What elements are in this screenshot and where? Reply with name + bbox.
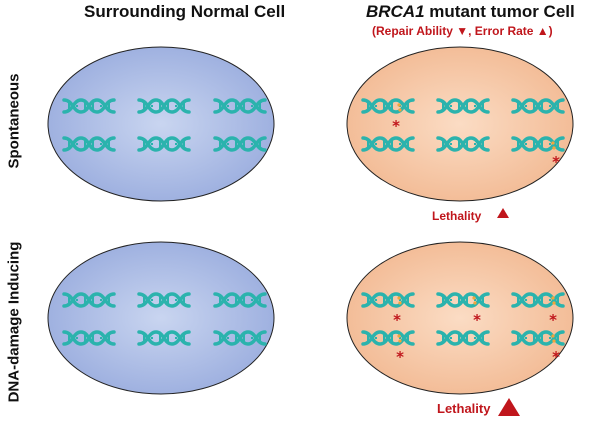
normal-cell-column-title: Surrounding Normal Cell [84, 2, 286, 21]
asterisk-damage-icon [552, 348, 561, 366]
normal-cell-spontaneous [47, 46, 275, 202]
asterisk-damage-icon [393, 311, 402, 329]
triangle-up-icon [498, 398, 520, 416]
asterisk-damage-icon [552, 153, 561, 171]
tumor-title-rest: mutant tumor Cell [424, 2, 575, 21]
tumor-cell-dna-damage [346, 241, 574, 395]
asterisk-damage-icon [392, 117, 401, 135]
asterisk-damage-icon [396, 348, 405, 366]
asterisk-damage-icon [473, 311, 482, 329]
asterisk-damage-icon [549, 311, 558, 329]
lethality-label-spontaneous: Lethality [432, 209, 482, 223]
normal-cell-dna-damage [47, 241, 275, 395]
tumor-cell-spontaneous [346, 46, 574, 202]
tumor-cell-subtitle: (Repair Ability ▼, Error Rate ▲) [372, 24, 553, 38]
gene-name: BRCA1 [366, 2, 425, 21]
lethality-label-dna-damage: Lethality [437, 401, 491, 416]
tumor-cell-column-title: BRCA1 mutant tumor Cell [366, 2, 575, 22]
triangle-up-icon [497, 208, 509, 218]
